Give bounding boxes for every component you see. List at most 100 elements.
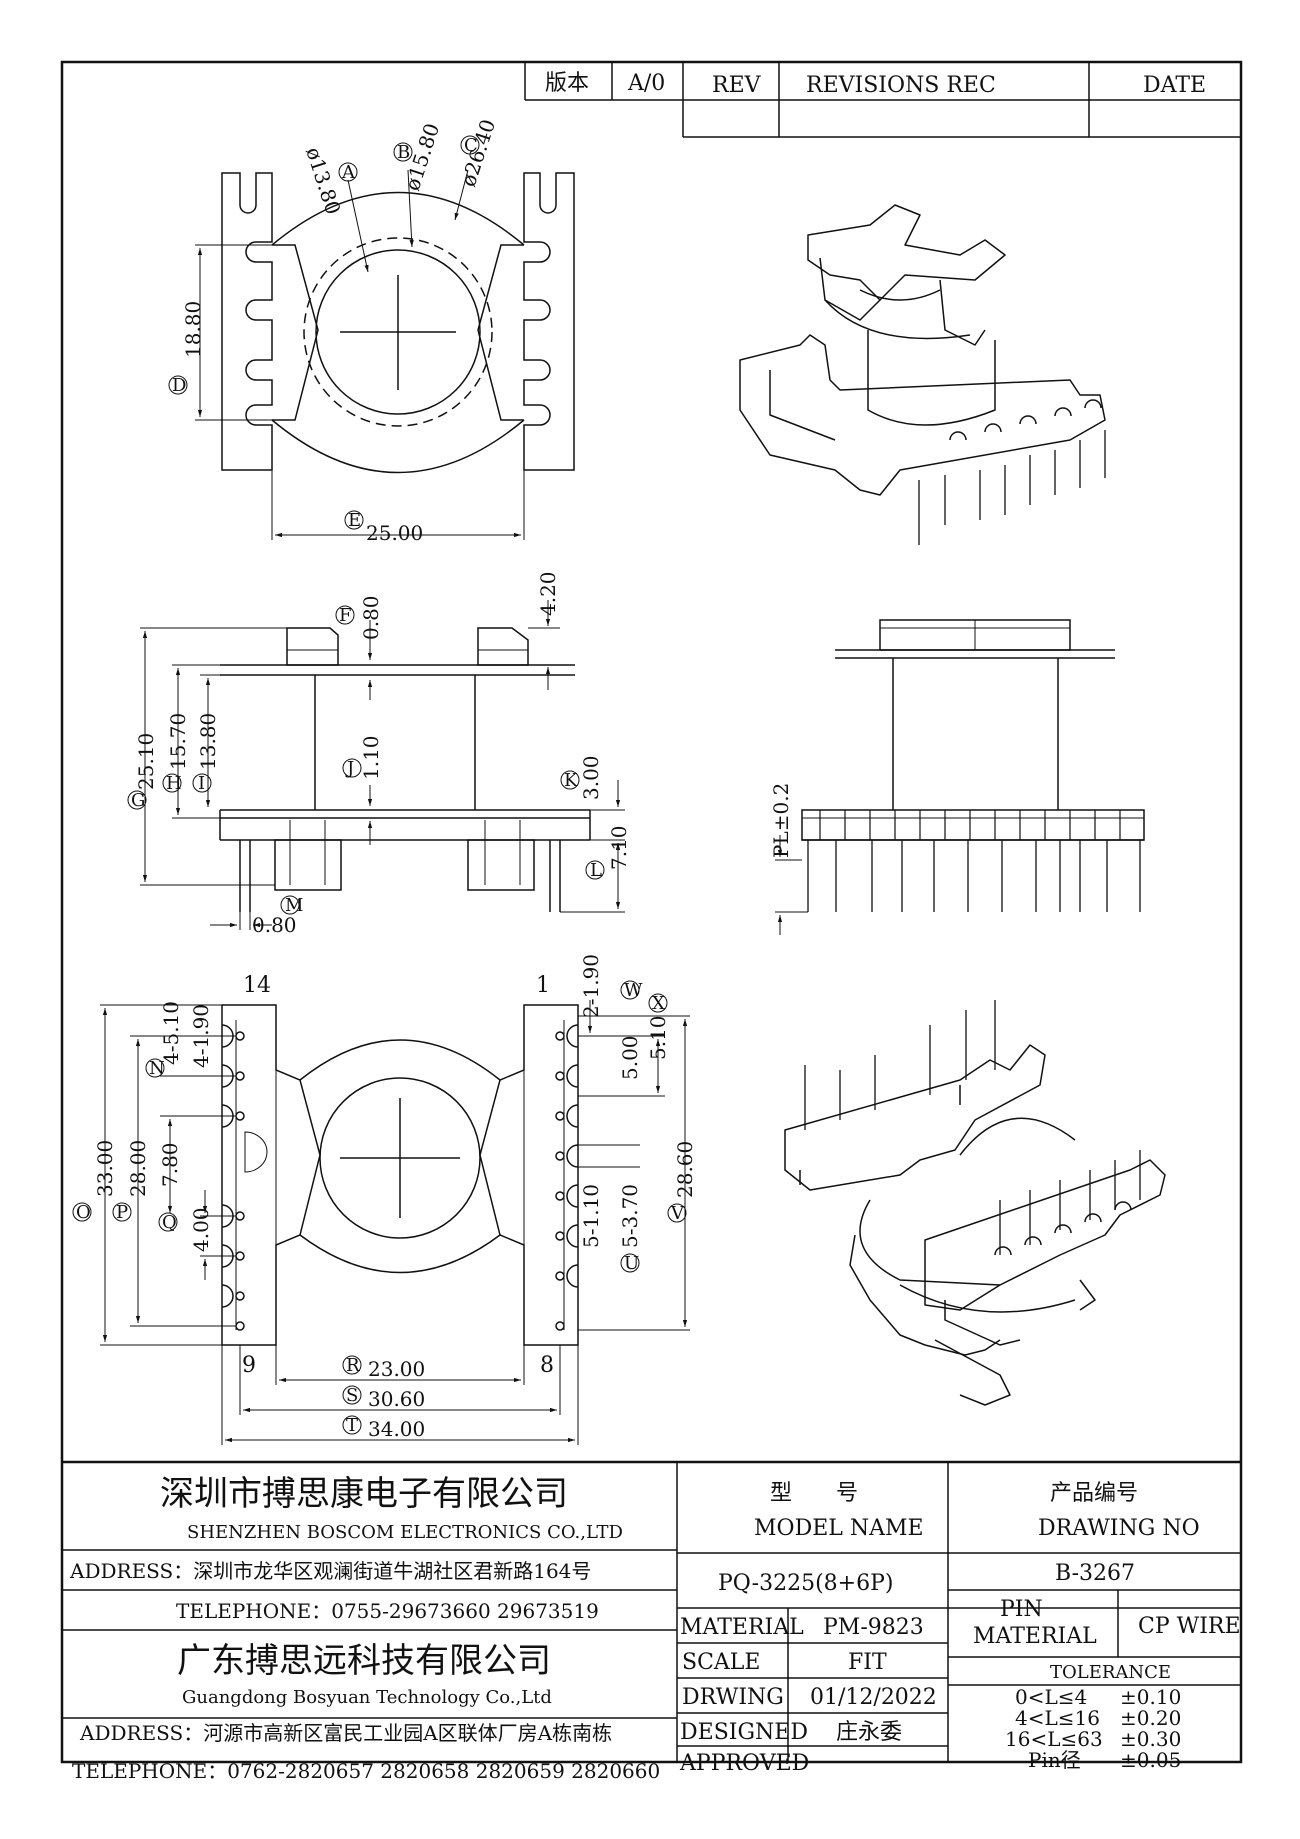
dim-u2: 5-1.10 xyxy=(579,1184,603,1248)
version-label: 版本 xyxy=(545,71,589,96)
dim-x2: 5.00 xyxy=(618,1035,642,1080)
callout-l: L xyxy=(590,860,602,881)
address2: ADDRESS：河源市高新区富民工业园A区联体厂房A栋南栋 xyxy=(79,1721,612,1745)
designed-value: 庄永委 xyxy=(836,1720,902,1745)
dim-n1: 4-5.10 xyxy=(159,1001,183,1065)
callout-t: T xyxy=(346,1415,358,1436)
pin-material-label: MATERIAL xyxy=(973,1624,1097,1649)
model-value: PQ-3225(8+6P) xyxy=(718,1571,893,1596)
pin-14: 14 xyxy=(243,973,271,998)
dim-x: 5.10 xyxy=(646,1015,670,1060)
dim-n2: 4-1.90 xyxy=(189,1004,213,1068)
telephone2: TELEPHONE：0762-2820657 2820658 2820659 2… xyxy=(72,1759,660,1783)
dim-i: 13.80 xyxy=(196,713,220,770)
revision-block xyxy=(524,62,1241,138)
dim-u: 5-3.70 xyxy=(618,1184,642,1248)
dim-r: 23.00 xyxy=(368,1357,425,1381)
pl-label: PL±0.2 xyxy=(769,783,793,858)
company2-cn: 广东搏思远科技有限公司 xyxy=(177,1641,551,1681)
dim-f: 0.80 xyxy=(359,595,383,640)
tolerance-range-3: 16<L≤63 xyxy=(1005,1727,1103,1751)
scale-value: FIT xyxy=(848,1650,887,1675)
material-label: MATERIAL xyxy=(680,1615,804,1640)
dim-l: 7.10 xyxy=(607,825,631,870)
company1-cn: 深圳市搏思康电子有限公司 xyxy=(160,1474,568,1514)
approved-label: APPROVED xyxy=(679,1751,809,1776)
callout-n: N xyxy=(149,1058,165,1079)
dim-q2: 4.00 xyxy=(189,1207,213,1252)
dim-w: 2-1.90 xyxy=(579,954,603,1018)
bottom-view xyxy=(72,980,690,1445)
dim-top-right: 4.20 xyxy=(536,571,560,616)
drwing-label: DRWING xyxy=(682,1685,784,1710)
dim-e: 25.00 xyxy=(366,521,423,545)
tolerance-value-2: ±0.20 xyxy=(1120,1706,1181,1730)
callout-i: I xyxy=(198,773,205,794)
callout-o: O xyxy=(76,1202,91,1223)
dim-d: 18.80 xyxy=(181,301,205,358)
company2-en: Guangdong Bosyuan Technology Co.,Ltd xyxy=(182,1687,552,1708)
callout-p: P xyxy=(116,1202,128,1223)
dim-m: 0.80 xyxy=(252,913,297,937)
pin-9: 9 xyxy=(242,1353,256,1378)
side-view xyxy=(127,600,625,930)
designed-label: DESIGNED xyxy=(680,1720,808,1745)
iso-view-bottom xyxy=(784,1000,1166,1406)
drawing-cn: 产品编号 xyxy=(1050,1481,1138,1506)
dim-j: 1.10 xyxy=(359,735,383,780)
pin-label: PIN xyxy=(1000,1597,1043,1622)
callout-h: H xyxy=(166,773,182,794)
dim-k: 3.00 xyxy=(579,755,603,800)
rev-label: REV xyxy=(712,73,762,98)
pin-material-value: CP WIRE xyxy=(1138,1614,1241,1639)
dim-p: 28.00 xyxy=(126,1140,150,1197)
callout-k: K xyxy=(564,770,578,791)
drwing-value: 01/12/2022 xyxy=(810,1685,937,1710)
callout-a: A xyxy=(341,162,356,183)
side-view-right xyxy=(775,619,1145,935)
callout-b: B xyxy=(397,142,410,163)
tolerance-range-4: Pin径 xyxy=(1028,1748,1081,1772)
model-en: MODEL NAME xyxy=(754,1516,924,1541)
dim-q1: 7.80 xyxy=(158,1142,182,1187)
callout-v: V xyxy=(670,1203,685,1224)
callout-u: U xyxy=(624,1253,639,1274)
dim-c: ø26.40 xyxy=(456,116,500,189)
callout-x: X xyxy=(652,993,665,1014)
dim-a: ø13.80 xyxy=(301,144,345,217)
dim-s: 30.60 xyxy=(368,1387,425,1411)
dim-v: 28.60 xyxy=(673,1141,697,1198)
pin-1: 1 xyxy=(536,973,550,998)
callout-j: J xyxy=(345,758,354,779)
company1-en: SHENZHEN BOSCOM ELECTRONICS CO.,LTD xyxy=(187,1522,623,1543)
callout-s: S xyxy=(346,1385,358,1406)
tolerance-label: TOLERANCE xyxy=(1050,1662,1171,1683)
dim-h: 15.70 xyxy=(166,713,190,770)
tolerance-value-1: ±0.10 xyxy=(1120,1685,1181,1709)
revisions-label: REVISIONS REC xyxy=(806,73,996,98)
callout-g: G xyxy=(131,790,145,811)
callout-q: Q xyxy=(162,1212,177,1233)
callout-d: D xyxy=(172,375,186,396)
model-cn: 型 号 xyxy=(770,1481,858,1506)
dim-t: 34.00 xyxy=(368,1417,425,1441)
callout-r: R xyxy=(346,1355,360,1376)
tolerance-value-3: ±0.30 xyxy=(1120,1727,1181,1751)
title-block-grid xyxy=(62,1460,1241,1762)
scale-label: SCALE xyxy=(682,1650,760,1675)
address1: ADDRESS：深圳市龙华区观澜街道牛湖社区君新路164号 xyxy=(69,1559,591,1583)
callout-f: F xyxy=(339,605,352,626)
callout-w: W xyxy=(624,980,643,1001)
dim-g: 25.10 xyxy=(134,733,158,790)
drawing-value: B-3267 xyxy=(1055,1561,1135,1586)
date-label: DATE xyxy=(1143,73,1206,98)
material-value: PM-9823 xyxy=(823,1615,924,1640)
drawing-en: DRAWING NO xyxy=(1038,1516,1200,1541)
iso-view-top xyxy=(739,204,1106,545)
version-value: A/0 xyxy=(627,71,665,96)
telephone1: TELEPHONE：0755-29673660 29673519 xyxy=(176,1599,599,1623)
tolerance-range-1: 0<L≤4 xyxy=(1015,1685,1087,1709)
pin-8: 8 xyxy=(540,1353,554,1378)
tolerance-value-4: ±0.05 xyxy=(1120,1748,1181,1772)
